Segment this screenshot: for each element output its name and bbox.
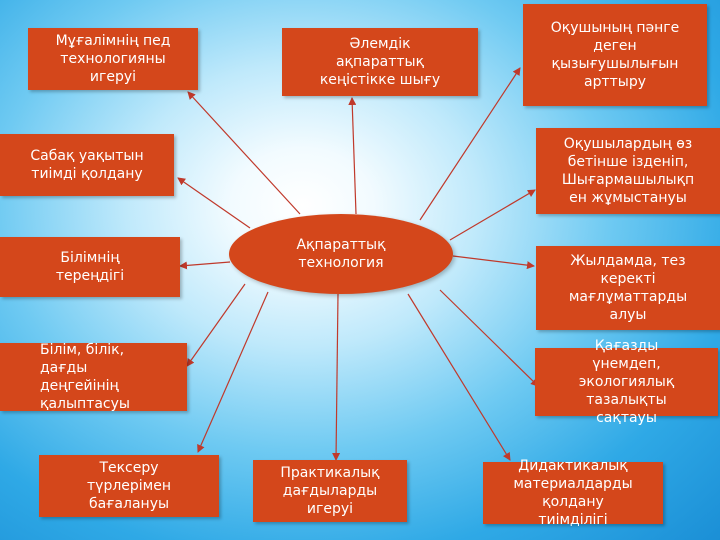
node-student-interest: Оқушының пәнге деген қызығушылығын артты… (523, 4, 707, 106)
node-assessment-types: Тексеру түрлерімен бағалануы (39, 455, 219, 517)
node-student-creativity: Оқушылардың өз бетінше ізденіп, Шығармаш… (536, 128, 720, 214)
node-didactic-materials: Дидактикалық материалдарды қолдану тиімд… (483, 458, 663, 528)
arrow-to-n10 (197, 291, 269, 453)
arrow-to-n12 (407, 293, 511, 461)
arrow-to-n9 (439, 289, 539, 387)
arrow-to-n2 (348, 97, 357, 215)
node-knowledge-depth: Білімнің тереңдігі (0, 237, 180, 297)
arrow-to-n3 (419, 67, 521, 221)
node-teacher-pedagogy: Мұғалімнің пед технологияны игеруі (28, 28, 198, 90)
arrow-to-n8 (186, 283, 246, 367)
node-global-info-space: Әлемдік ақпараттық кеңістікке шығу (282, 28, 478, 96)
node-fast-information: Жылдамда, тез керекті мағлұматтарды алуы (536, 246, 720, 330)
center-ellipse-information-technology: Ақпараттық технология (229, 214, 453, 294)
node-paper-saving: Қағазды үнемдеп, экологиялық тазалықты с… (535, 338, 718, 426)
node-lesson-time: Сабақ уақытын тиімді қолдану (0, 134, 174, 196)
arrow-to-n5 (449, 189, 536, 241)
arrow-to-n7 (452, 255, 535, 270)
node-skill-formation: Білім, білік, дағды деңгейінің қалыптасу… (0, 342, 187, 412)
arrow-to-n6 (179, 261, 231, 270)
arrow-to-n11 (332, 293, 341, 461)
node-practical-skills: Практикалық дағдыларды игеруі (253, 460, 407, 522)
arrow-to-n4 (177, 177, 251, 229)
arrow-to-n1 (187, 91, 301, 215)
